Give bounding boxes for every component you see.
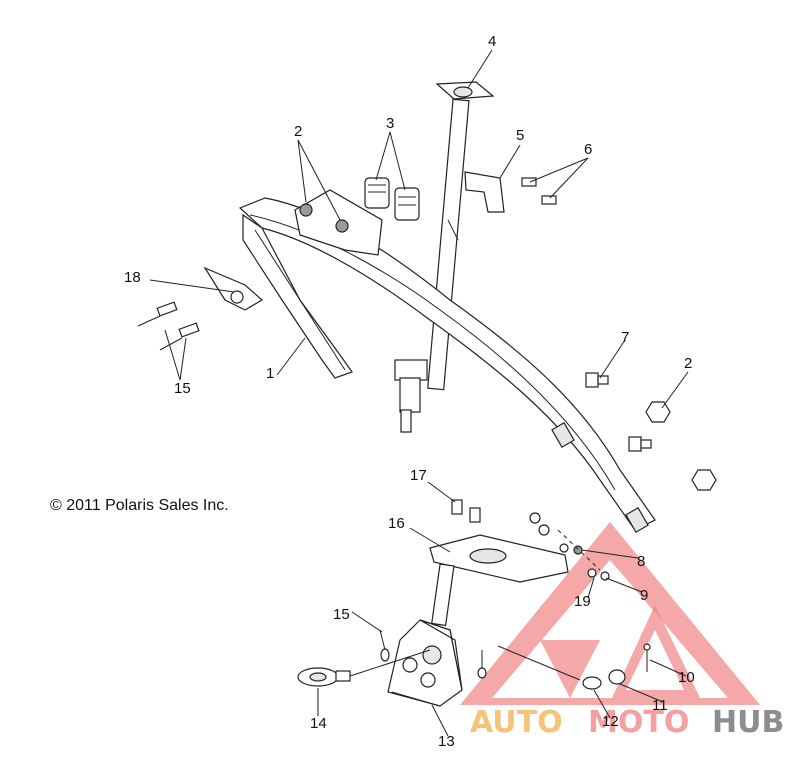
steering-column (394, 81, 495, 433)
loose-fasteners-right (585, 372, 717, 491)
clamps (364, 177, 420, 221)
callout-numbers: 2 3 4 5 6 18 15 1 7 2 17 16 8 19 9 15 10… (124, 33, 695, 750)
callout-3: 3 (386, 115, 394, 132)
callout-8: 8 (637, 553, 645, 570)
callout-18: 18 (124, 269, 141, 286)
callout-7: 7 (621, 329, 629, 346)
callout-14: 14 (310, 715, 327, 732)
callout-10: 10 (678, 669, 695, 686)
callout-9: 9 (640, 587, 648, 604)
callout-1: 1 (266, 365, 274, 382)
copyright-notice: © 2011 Polaris Sales Inc. (50, 497, 229, 514)
bracket-assembly (294, 189, 383, 256)
callout-17: 17 (410, 467, 427, 484)
watermark-word-moto: MOTO (588, 705, 689, 740)
callout-15-bottom: 15 (333, 606, 350, 623)
callout-19: 19 (574, 593, 591, 610)
callout-6: 6 (584, 141, 592, 158)
bracket-18-and-rivets (137, 266, 264, 351)
callout-11: 11 (652, 697, 668, 714)
callout-15-top: 15 (174, 380, 191, 397)
hitch-and-small-parts (297, 629, 651, 690)
callout-4: 4 (488, 33, 496, 50)
watermark-word-hub: HUB (712, 705, 784, 740)
leader-lines (149, 49, 689, 737)
mount-plate (429, 534, 569, 627)
callout-16: 16 (388, 515, 405, 532)
lower-bracket (387, 619, 463, 707)
callout-2-right: 2 (684, 355, 692, 372)
callout-12: 12 (602, 713, 619, 730)
frame-crossmember (238, 197, 656, 533)
bracket-5-and-bolts (464, 171, 557, 213)
callout-13: 13 (438, 733, 455, 750)
callout-5: 5 (516, 127, 524, 144)
callout-2: 2 (294, 123, 302, 140)
watermark-word-auto: AUTO (470, 705, 563, 740)
watermark-logo: AUTO MOTO HUB (460, 522, 784, 740)
